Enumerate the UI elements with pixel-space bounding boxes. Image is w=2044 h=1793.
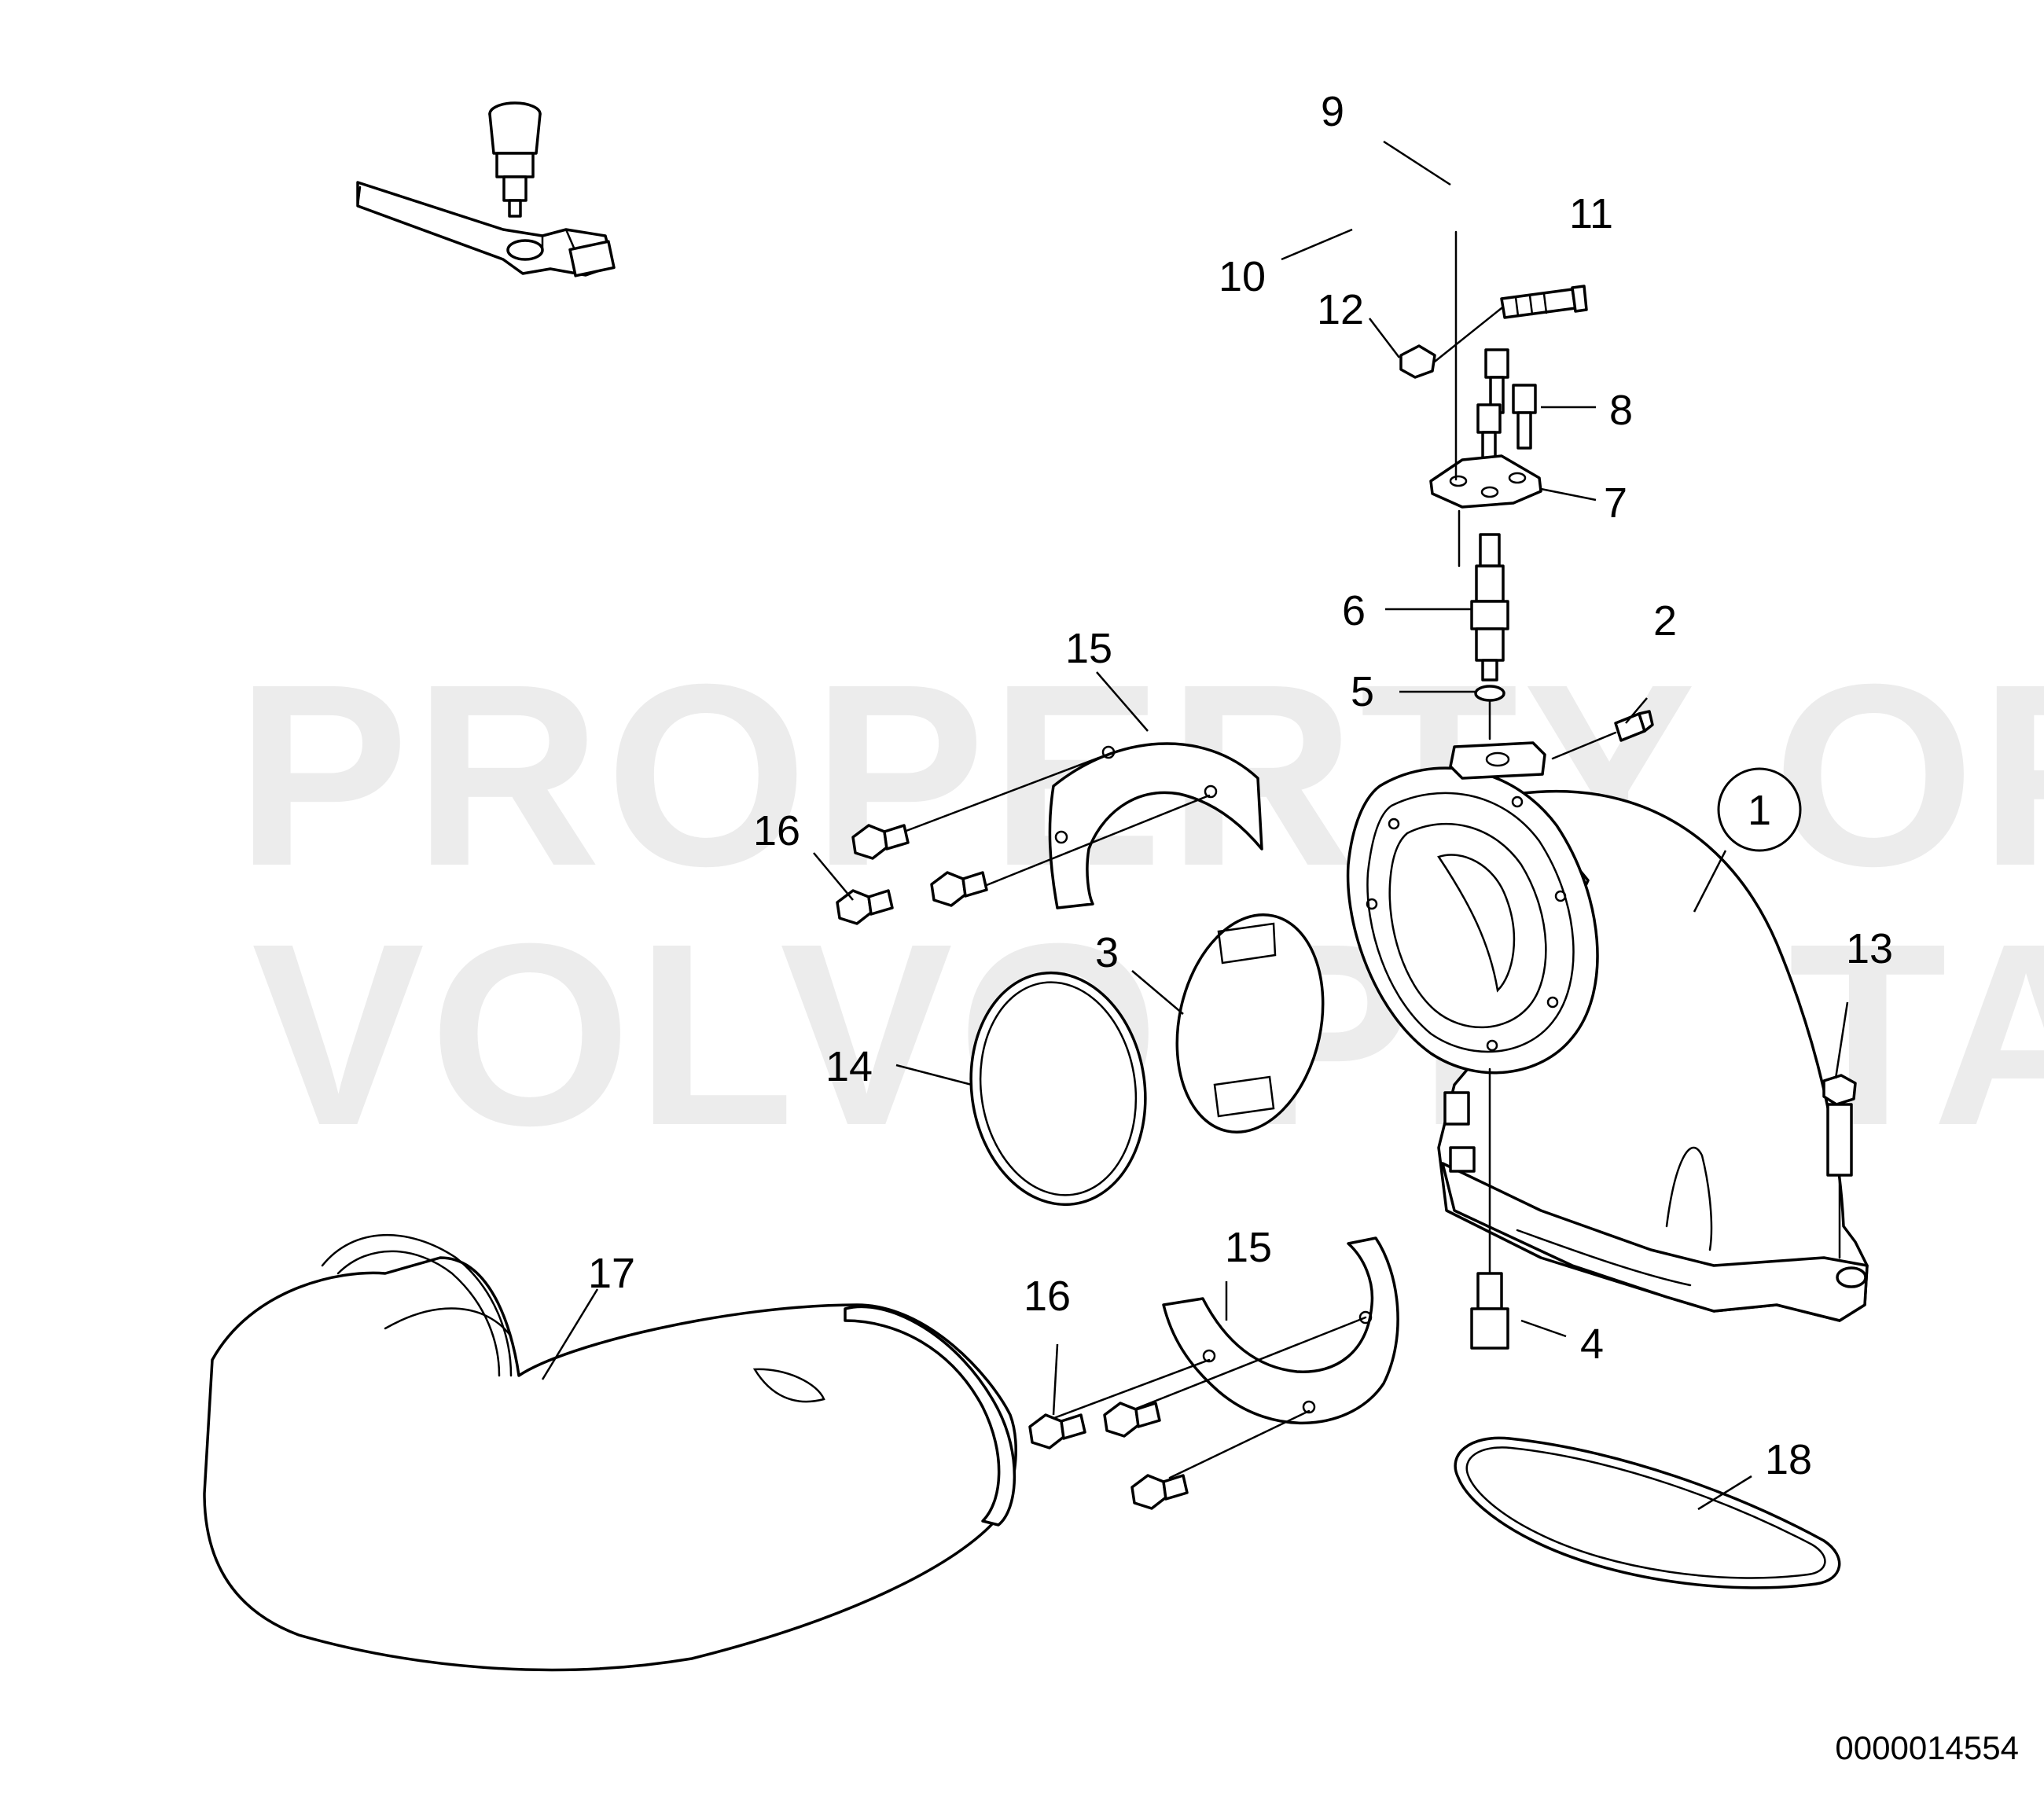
part-flange-bolts-lower: [1028, 1402, 1189, 1510]
callout-7: 7: [1604, 479, 1627, 527]
part-intake-elbow: [203, 1233, 1017, 1672]
part-shaft: [1470, 533, 1509, 682]
part-mounting-plate: [1429, 454, 1542, 509]
callout-9: 9: [1321, 88, 1344, 135]
part-o-ring-small: [1474, 685, 1505, 702]
part-clamp-ring-upper: [1048, 742, 1263, 909]
callout-5: 5: [1351, 668, 1374, 715]
callout-labels: 1 2 3 4 5 6 7 8 9 10 11 12 13 14 15 15 1…: [588, 88, 1893, 1483]
callout-14: 14: [825, 1043, 873, 1090]
part-screw-11: [1500, 285, 1588, 319]
callout-12: 12: [1317, 286, 1364, 333]
callout-8: 8: [1609, 387, 1633, 434]
callout-17: 17: [588, 1250, 635, 1297]
part-gasket: [1454, 1436, 1841, 1589]
leader-lines: [541, 140, 1849, 1511]
part-flange-bolts-upper: [836, 824, 988, 925]
callout-15-upper: 15: [1065, 625, 1112, 672]
part-valve-disc: [1175, 913, 1325, 1133]
part-knob-pin: [488, 101, 542, 218]
callout-2: 2: [1653, 597, 1677, 645]
callout-16-lower: 16: [1024, 1273, 1071, 1320]
callout-4: 4: [1580, 1321, 1604, 1368]
callout-6: 6: [1342, 587, 1366, 634]
callout-18: 18: [1765, 1436, 1812, 1483]
callout-3: 3: [1095, 929, 1119, 976]
document-id: 0000014554: [1835, 1729, 2019, 1766]
part-long-bolt: [1822, 1074, 1857, 1177]
part-nut: [1399, 344, 1436, 379]
callout-1: 1: [1748, 787, 1771, 834]
callout-15-lower: 15: [1225, 1224, 1272, 1271]
callout-13: 13: [1846, 925, 1893, 972]
callout-circle-1: [1717, 767, 1802, 852]
part-lever-arm: [356, 181, 616, 277]
part-nipple: [1614, 710, 1654, 742]
part-clamp-ring-lower: [1162, 1236, 1399, 1425]
callout-10: 10: [1219, 253, 1266, 300]
part-sensor: [1470, 1272, 1509, 1350]
part-o-ring-large: [969, 971, 1147, 1207]
callout-16-upper: 16: [753, 807, 800, 854]
callout-11: 11: [1569, 190, 1613, 237]
part-cap-screws: [1476, 348, 1537, 469]
part-main-housing: [1346, 741, 1869, 1322]
